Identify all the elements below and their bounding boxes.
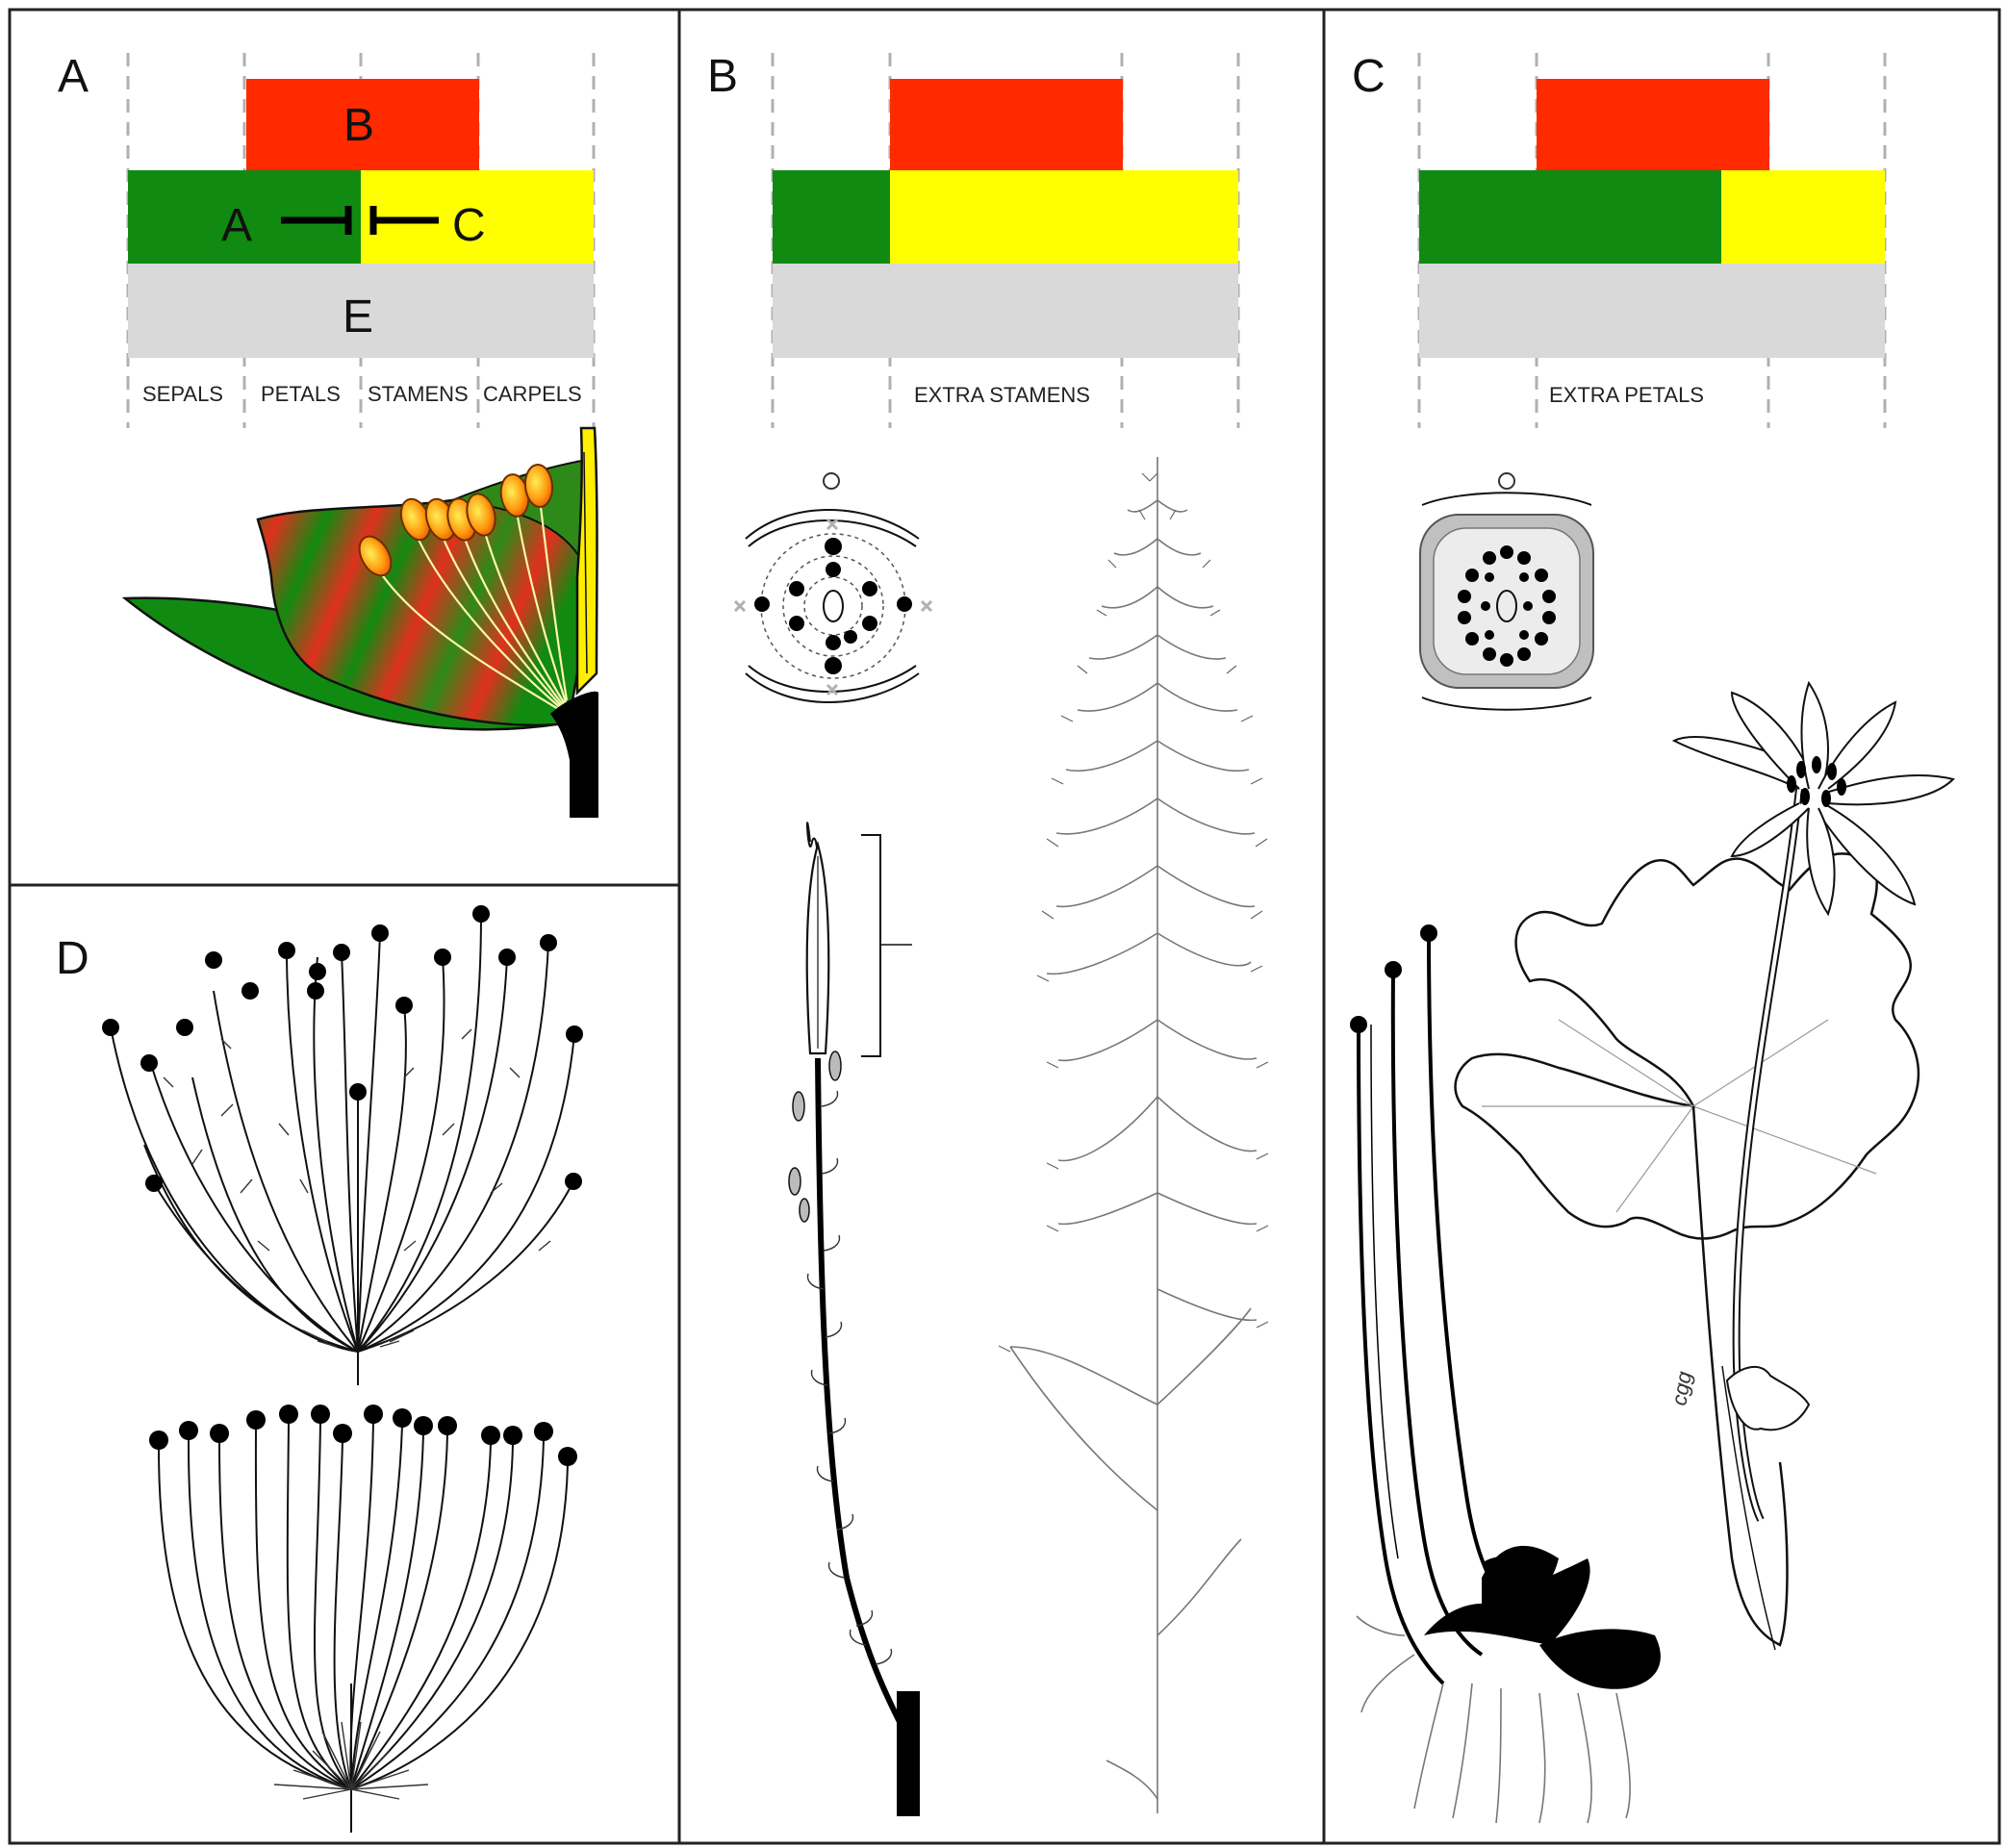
anthers <box>358 464 554 577</box>
panel-d: D <box>56 905 583 1833</box>
class-b-bar <box>890 79 1123 170</box>
repression-arrows <box>281 206 439 235</box>
figure-border <box>8 8 2001 1845</box>
flower-heads-lower <box>149 1405 577 1466</box>
class-e-bar <box>773 264 1238 358</box>
umbel-d <box>158 1421 569 1833</box>
class-c-label: C <box>452 200 486 251</box>
pedicel <box>550 691 598 818</box>
panel-c-letter: C <box>1352 51 1385 102</box>
artist-signature: cgg <box>1666 1369 1696 1407</box>
bract-ticks <box>163 1028 551 1348</box>
class-a-bar <box>1419 170 1721 264</box>
panel-a-letter: A <box>58 51 89 102</box>
leaf-blade <box>1454 852 1920 1240</box>
organ-label-carpels: CARPELS <box>483 382 582 406</box>
inflorescence-b <box>788 822 920 1816</box>
class-b-label: B <box>343 100 374 151</box>
organ-label-petals: PETALS <box>261 382 341 406</box>
organ-label-sepals: SEPALS <box>142 382 223 406</box>
class-c-bar <box>890 170 1238 264</box>
floral-diagram-c <box>1419 472 1594 711</box>
class-e-bar <box>128 264 594 358</box>
stem-base <box>897 1691 920 1816</box>
extra-petals-label: EXTRA PETALS <box>1549 383 1704 407</box>
class-b-bar <box>1537 79 1769 170</box>
panel-d-letter: D <box>56 933 89 984</box>
scapes-c <box>1350 924 1661 1824</box>
anther <box>358 535 393 577</box>
class-c-bar <box>1721 170 1885 264</box>
organ-label-stamens: STAMENS <box>368 382 469 406</box>
involucre <box>273 1721 429 1800</box>
flower-section-illustration <box>121 426 598 818</box>
leaf-and-flower-c: cgg <box>1454 680 1955 1651</box>
extra-stamens-label: EXTRA STAMENS <box>914 383 1090 407</box>
stamens <box>376 490 569 713</box>
anther <box>523 464 554 508</box>
class-e-bar <box>1419 264 1885 358</box>
class-e-label: E <box>343 291 373 342</box>
class-a-label: A <box>221 200 252 251</box>
class-a-bar <box>773 170 890 264</box>
floral-diagram-b <box>733 472 933 703</box>
class-b-bar <box>246 79 479 170</box>
carpel-shape <box>575 426 598 696</box>
panel-c: C EXTRA PETALS <box>1350 51 1955 1824</box>
panel-b: B EXTRA STAMENS <box>707 51 1269 1816</box>
branching-inflorescence-d <box>110 913 575 1385</box>
panel-a: A B A C E SEPALS PETALS STAMENS CARPELS <box>58 51 598 818</box>
panel-b-letter: B <box>707 51 738 102</box>
branched-inflorescence-b <box>998 457 1269 1813</box>
anther <box>466 493 496 537</box>
flower-heads-upper <box>102 905 583 1192</box>
